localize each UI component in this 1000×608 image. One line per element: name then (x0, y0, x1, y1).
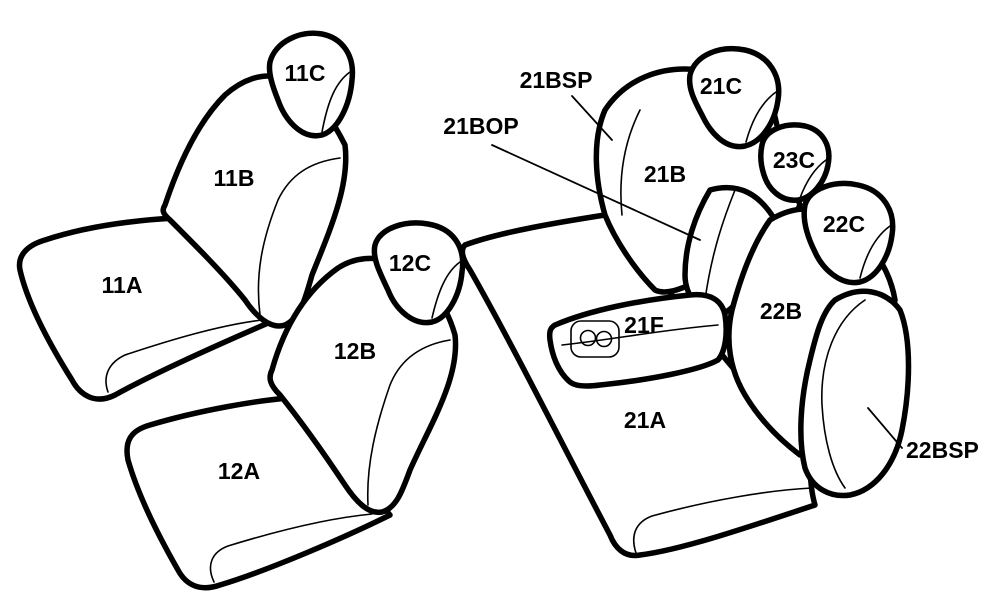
label-21c: 21C (700, 73, 742, 99)
seam-23c (799, 159, 827, 199)
seat-back-12b (267, 255, 459, 516)
cup-holder-right (595, 330, 613, 348)
label-12c: 12C (389, 250, 431, 276)
seam-11a (105, 319, 263, 393)
label-22bsp: 22BSP (906, 437, 979, 463)
headrest-11c (266, 30, 356, 139)
label-11c: 11C (285, 60, 326, 86)
seam-21bsp (620, 109, 641, 216)
headrest-12c (371, 220, 466, 326)
label-12b: 12B (334, 338, 376, 364)
seam-12a (209, 513, 373, 583)
label-21b: 21B (644, 161, 686, 187)
seam-22c (859, 225, 891, 279)
cup-holder-left (579, 329, 597, 347)
label-21a: 21A (624, 407, 666, 433)
seam-21f (561, 324, 719, 346)
cup-holder-tray (570, 320, 620, 358)
label-21f: 21F (624, 312, 664, 338)
seam-11c (321, 71, 351, 133)
seam-12c (431, 261, 461, 319)
label-11b: 11B (214, 165, 255, 191)
label-11a: 11A (102, 272, 143, 298)
label-23c: 23C (773, 147, 815, 173)
seam-22bsp (821, 299, 866, 489)
leader-21bsp (571, 95, 613, 141)
seam-21c (745, 91, 777, 143)
label-22b: 22B (760, 298, 802, 324)
seam-21bop (704, 189, 736, 301)
front-seat-11 (16, 30, 356, 402)
label-22c: 22C (823, 211, 865, 237)
headrest-22c (801, 180, 896, 286)
seam-11b (257, 157, 341, 316)
label-21bsp: 21BSP (520, 67, 593, 93)
label-21bop: 21BOP (443, 113, 518, 139)
headrest-21c (686, 46, 782, 150)
seat-back-11b (160, 73, 349, 329)
armrest-21f (546, 291, 729, 389)
rear-bench (459, 46, 912, 559)
label-12a: 12A (218, 458, 260, 484)
leader-22bsp (867, 407, 903, 449)
seam-12b (366, 339, 451, 506)
seam-21a (632, 487, 813, 554)
leader-21bop (491, 144, 701, 241)
front-seat-12 (124, 220, 466, 591)
